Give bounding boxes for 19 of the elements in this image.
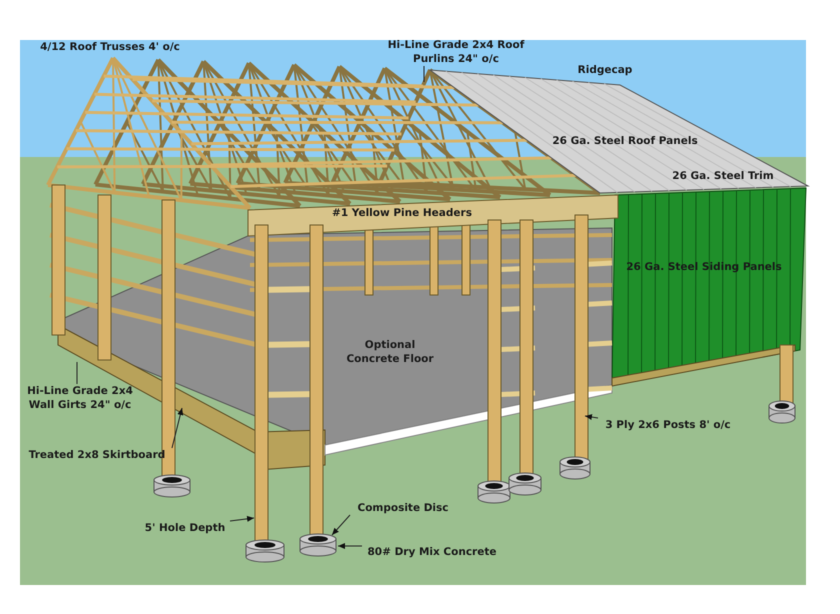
callout-label: 3 Ply 2x6 Posts 8' o/c [598,418,738,432]
part-label: 4/12 Roof Trusses 4' o/c [39,40,181,54]
leader-line [230,516,254,522]
callout-label: Composite Disc [350,501,456,515]
part-label: 26 Ga. Steel Siding Panels [625,260,783,274]
leader-line [332,514,350,536]
callout-label: Hi-Line Grade 2x4 Wall Girts 24" o/c [15,384,145,412]
leader-line [172,408,184,448]
part-label: Ridgecap [576,63,634,77]
callout-label: 5' Hole Depth [140,521,230,535]
part-label: 26 Ga. Steel Trim [671,169,775,183]
callout-label: 80# Dry Mix Concrete [362,545,502,559]
part-label: Optional Concrete Floor [345,338,435,366]
leader-line [76,362,78,384]
leader-line [338,543,362,549]
part-label: 26 Ga. Steel Roof Panels [551,134,699,148]
callout-label: Hi-Line Grade 2x4 Roof Purlins 24" o/c [380,38,532,66]
leader-line [584,414,598,420]
part-label: #1 Yellow Pine Headers [331,206,473,220]
